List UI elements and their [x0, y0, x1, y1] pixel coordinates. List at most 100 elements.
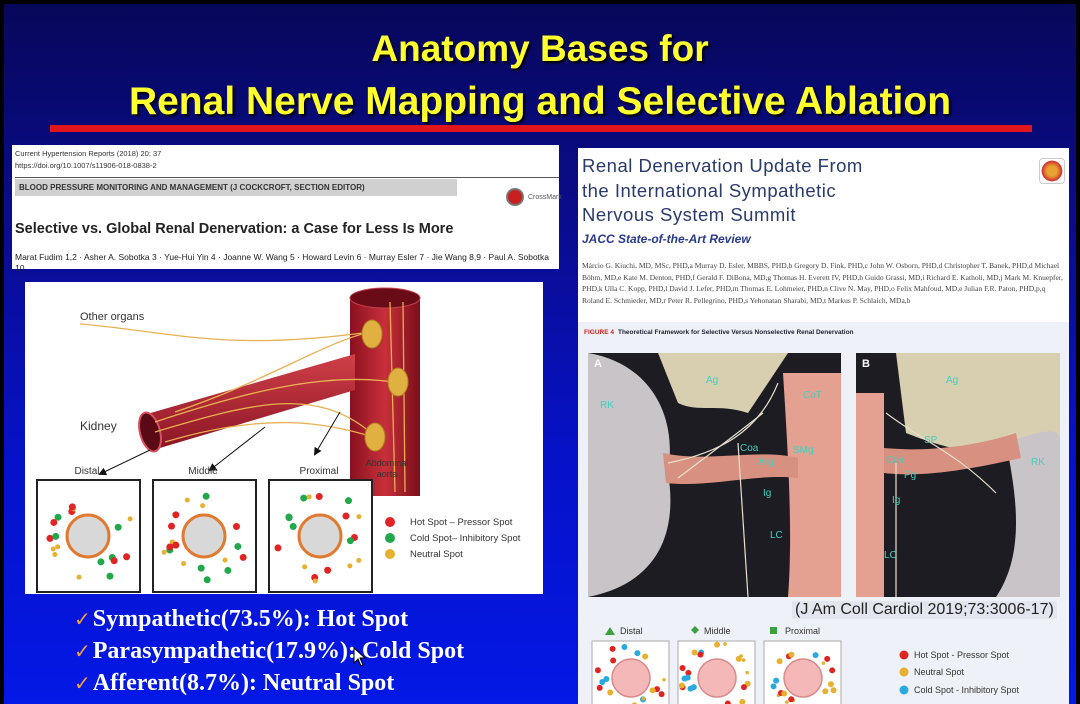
spot-dot	[69, 503, 76, 510]
spot-dot	[302, 564, 307, 569]
spot-dot	[659, 691, 665, 697]
spot-dot	[723, 642, 727, 646]
doi: https://doi.org/10.1007/s11906-018-0838-…	[15, 161, 157, 170]
spot-dot	[697, 652, 703, 658]
spot-dot	[741, 684, 747, 690]
spot-dot	[356, 558, 361, 563]
spot-dot	[223, 558, 228, 563]
spot-dot	[342, 513, 349, 520]
crossmark-icon	[506, 188, 524, 206]
spot-dot	[123, 553, 130, 560]
paper-header-kiuchi: Renal Denervation Update From the Intern…	[578, 148, 1069, 322]
title-line: the International Sympathetic	[582, 179, 863, 204]
spot-dot	[162, 550, 167, 555]
paper-title: Renal Denervation Update From the Intern…	[582, 154, 863, 228]
spot-dot	[345, 497, 352, 504]
spot-dot	[685, 675, 691, 681]
spot-dot	[185, 498, 190, 503]
label-ag: Ag	[946, 375, 958, 386]
spot-dot	[650, 687, 656, 693]
divider	[15, 177, 559, 178]
spot-dot	[97, 558, 104, 565]
check-icon: ✓	[74, 639, 91, 663]
panel-label-middle: Middle	[704, 626, 731, 636]
spot-dot	[777, 658, 783, 664]
spot-dot	[224, 567, 231, 574]
spot-panel-proximal: Proximal	[269, 466, 372, 592]
spot-dot	[111, 557, 118, 564]
spot-dot	[204, 576, 211, 583]
slide-title-line1: Anatomy Bases for	[4, 28, 1076, 70]
label-ig: Ig	[763, 488, 771, 499]
label-smg: SMg	[793, 445, 814, 456]
panel-letter: A	[594, 358, 602, 370]
spot-dot	[607, 689, 613, 695]
triangle-icon	[605, 627, 615, 635]
spot-dot	[172, 511, 179, 518]
label-ag: Ag	[706, 375, 718, 386]
renal-artery-illustration	[147, 354, 355, 450]
bullet-text: Afferent(8.7%): Neutral Spot	[93, 670, 395, 696]
crossmark-logo: CrossMark	[506, 188, 562, 206]
label-coa: Coa	[740, 443, 759, 454]
slide-title-line2: Renal Nerve Mapping and Selective Ablati…	[4, 80, 1076, 124]
figure-spot-panels: Distal Middle Proximal Hot Spot - Presso…	[578, 622, 1069, 704]
spot-dot	[597, 685, 603, 691]
spot-dot	[824, 656, 830, 662]
figure-spot-panel-middle	[678, 641, 755, 704]
spot-dot	[285, 514, 292, 521]
label-cot: CoT	[803, 390, 822, 401]
paper-authors: Márcio G. Kiuchi, MD, MSc, PHD,a Murray …	[582, 260, 1068, 306]
citation: (J Am Coll Cardiol 2019;73:3006-17)	[792, 601, 1057, 619]
panel-label-proximal: Proximal	[785, 626, 820, 636]
label-pg: Pg	[904, 470, 916, 481]
spot-dot	[128, 516, 133, 521]
spot-dot	[324, 567, 331, 574]
legend-cold-spot: Cold Spot - Inhibitory Spot	[914, 685, 1020, 695]
spot-dot	[829, 667, 835, 673]
label-rk: RK	[600, 400, 614, 411]
spot-dot	[356, 514, 361, 519]
legend-label: Neutral Spot	[410, 549, 463, 560]
spot-dot	[300, 495, 307, 502]
spot-dot	[106, 573, 113, 580]
spot-dot	[788, 696, 794, 702]
spot-dot	[641, 697, 645, 701]
figure-spot-panel-distal	[592, 641, 669, 704]
spot-dot	[234, 543, 241, 550]
spot-dot	[610, 646, 616, 652]
spot-dot	[172, 542, 179, 549]
bullet-parasympathetic: ✓Parasympathetic(17.9%): Cold Spot	[74, 638, 464, 665]
diamond-icon	[691, 626, 699, 634]
spot-dot	[831, 687, 837, 693]
label-sp: SP	[924, 435, 938, 446]
spot-dot	[692, 650, 698, 656]
spot-dot	[52, 533, 59, 540]
vessel-cross-section	[299, 515, 341, 557]
spot-panel-middle: Middle	[153, 466, 256, 592]
spot-dot	[168, 523, 175, 530]
panel-letter: B	[862, 358, 870, 370]
spot-dot	[771, 683, 777, 689]
legend-neutral-spot: Neutral Spot	[914, 667, 965, 677]
dissection-photo-a: A RK Ag CoT Coa Arg SMg Ig LC	[588, 353, 841, 597]
spot-panel-distal: Distal	[37, 466, 140, 592]
paper-header-fudim: Current Hypertension Reports (2018) 20: …	[12, 145, 559, 269]
spot-dot	[773, 678, 779, 684]
spot-dot	[181, 561, 186, 566]
label-arg: Arg	[758, 457, 774, 468]
legend-label: Hot Spot – Pressor Spot	[410, 517, 513, 528]
spot-dot	[200, 503, 205, 508]
label-coa: Coa	[886, 455, 905, 466]
spot-dot	[595, 667, 601, 673]
panel-label-distal: Distal	[620, 626, 643, 636]
spot-dot	[347, 537, 354, 544]
spot-dot	[828, 681, 834, 687]
spot-dot	[52, 552, 57, 557]
spot-dot	[788, 652, 794, 658]
spot-dot	[680, 665, 686, 671]
legend-dot	[385, 533, 395, 543]
bullet-text: Sympathetic(73.5%): Hot Spot	[93, 606, 408, 632]
